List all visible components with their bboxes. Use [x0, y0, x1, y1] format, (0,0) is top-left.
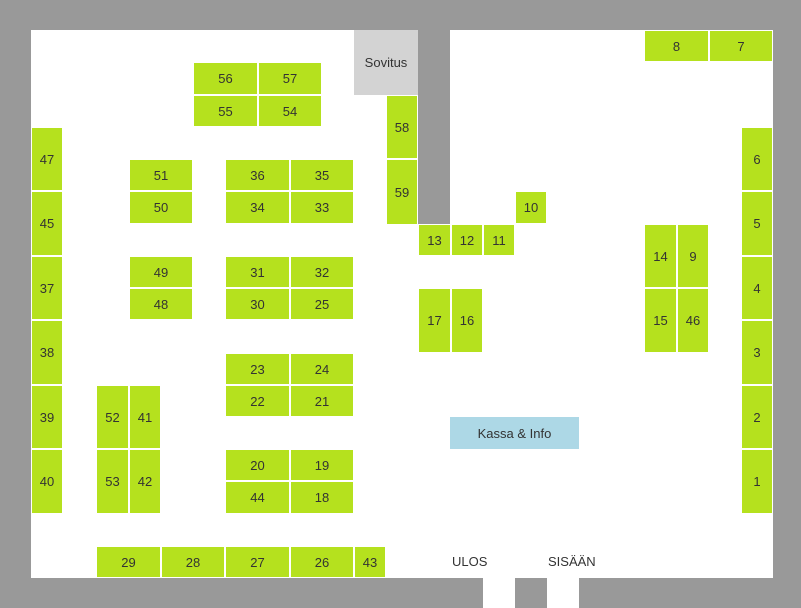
- stall-9[interactable]: 9: [677, 224, 709, 288]
- entrance-label: SISÄÄN: [548, 554, 596, 569]
- stall-47[interactable]: 47: [31, 127, 63, 191]
- stall-20[interactable]: 20: [225, 449, 290, 481]
- stall-27[interactable]: 27: [225, 546, 290, 578]
- stall-46[interactable]: 46: [677, 288, 709, 353]
- exit-label: ULOS: [452, 554, 488, 569]
- stall-40[interactable]: 40: [31, 449, 63, 514]
- fitting-room[interactable]: Sovitus: [354, 30, 418, 95]
- stall-52[interactable]: 52: [96, 385, 129, 449]
- stall-58[interactable]: 58: [386, 95, 418, 159]
- stall-25[interactable]: 25: [290, 288, 354, 320]
- stall-36[interactable]: 36: [225, 159, 290, 191]
- stall-51[interactable]: 51: [129, 159, 193, 191]
- stall-38[interactable]: 38: [31, 320, 63, 385]
- interior-wall: [418, 30, 450, 225]
- stall-54[interactable]: 54: [258, 95, 322, 127]
- checkout-info[interactable]: Kassa & Info: [450, 417, 579, 449]
- stall-45[interactable]: 45: [31, 191, 63, 256]
- stall-13[interactable]: 13: [418, 224, 451, 256]
- stall-26[interactable]: 26: [290, 546, 354, 578]
- stall-37[interactable]: 37: [31, 256, 63, 320]
- stall-15[interactable]: 15: [644, 288, 677, 353]
- stall-57[interactable]: 57: [258, 62, 322, 95]
- stall-39[interactable]: 39: [31, 385, 63, 449]
- stall-50[interactable]: 50: [129, 191, 193, 224]
- stall-22[interactable]: 22: [225, 385, 290, 417]
- stall-34[interactable]: 34: [225, 191, 290, 224]
- stall-24[interactable]: 24: [290, 353, 354, 385]
- stall-6[interactable]: 6: [741, 127, 773, 191]
- stall-11[interactable]: 11: [483, 224, 515, 256]
- stall-48[interactable]: 48: [129, 288, 193, 320]
- stall-49[interactable]: 49: [129, 256, 193, 288]
- stall-7[interactable]: 7: [709, 30, 773, 62]
- stall-1[interactable]: 1: [741, 449, 773, 514]
- stall-18[interactable]: 18: [290, 481, 354, 514]
- stall-21[interactable]: 21: [290, 385, 354, 417]
- stall-55[interactable]: 55: [193, 95, 258, 127]
- stall-5[interactable]: 5: [741, 191, 773, 256]
- stall-41[interactable]: 41: [129, 385, 161, 449]
- stall-2[interactable]: 2: [741, 385, 773, 449]
- stall-42[interactable]: 42: [129, 449, 161, 514]
- stall-44[interactable]: 44: [225, 481, 290, 514]
- stall-59[interactable]: 59: [386, 159, 418, 225]
- stall-23[interactable]: 23: [225, 353, 290, 385]
- stall-30[interactable]: 30: [225, 288, 290, 320]
- stall-33[interactable]: 33: [290, 191, 354, 224]
- stall-16[interactable]: 16: [451, 288, 483, 353]
- stall-4[interactable]: 4: [741, 256, 773, 320]
- stall-12[interactable]: 12: [451, 224, 483, 256]
- stall-35[interactable]: 35: [290, 159, 354, 191]
- exit-door: [483, 578, 515, 608]
- stall-28[interactable]: 28: [161, 546, 225, 578]
- entrance-door: [547, 578, 579, 608]
- stall-56[interactable]: 56: [193, 62, 258, 95]
- stall-14[interactable]: 14: [644, 224, 677, 288]
- stall-29[interactable]: 29: [96, 546, 161, 578]
- stall-17[interactable]: 17: [418, 288, 451, 353]
- stall-31[interactable]: 31: [225, 256, 290, 288]
- stall-8[interactable]: 8: [644, 30, 709, 62]
- stall-32[interactable]: 32: [290, 256, 354, 288]
- stall-53[interactable]: 53: [96, 449, 129, 514]
- stall-3[interactable]: 3: [741, 320, 773, 385]
- stall-19[interactable]: 19: [290, 449, 354, 481]
- stall-10[interactable]: 10: [515, 191, 547, 224]
- stall-43[interactable]: 43: [354, 546, 386, 578]
